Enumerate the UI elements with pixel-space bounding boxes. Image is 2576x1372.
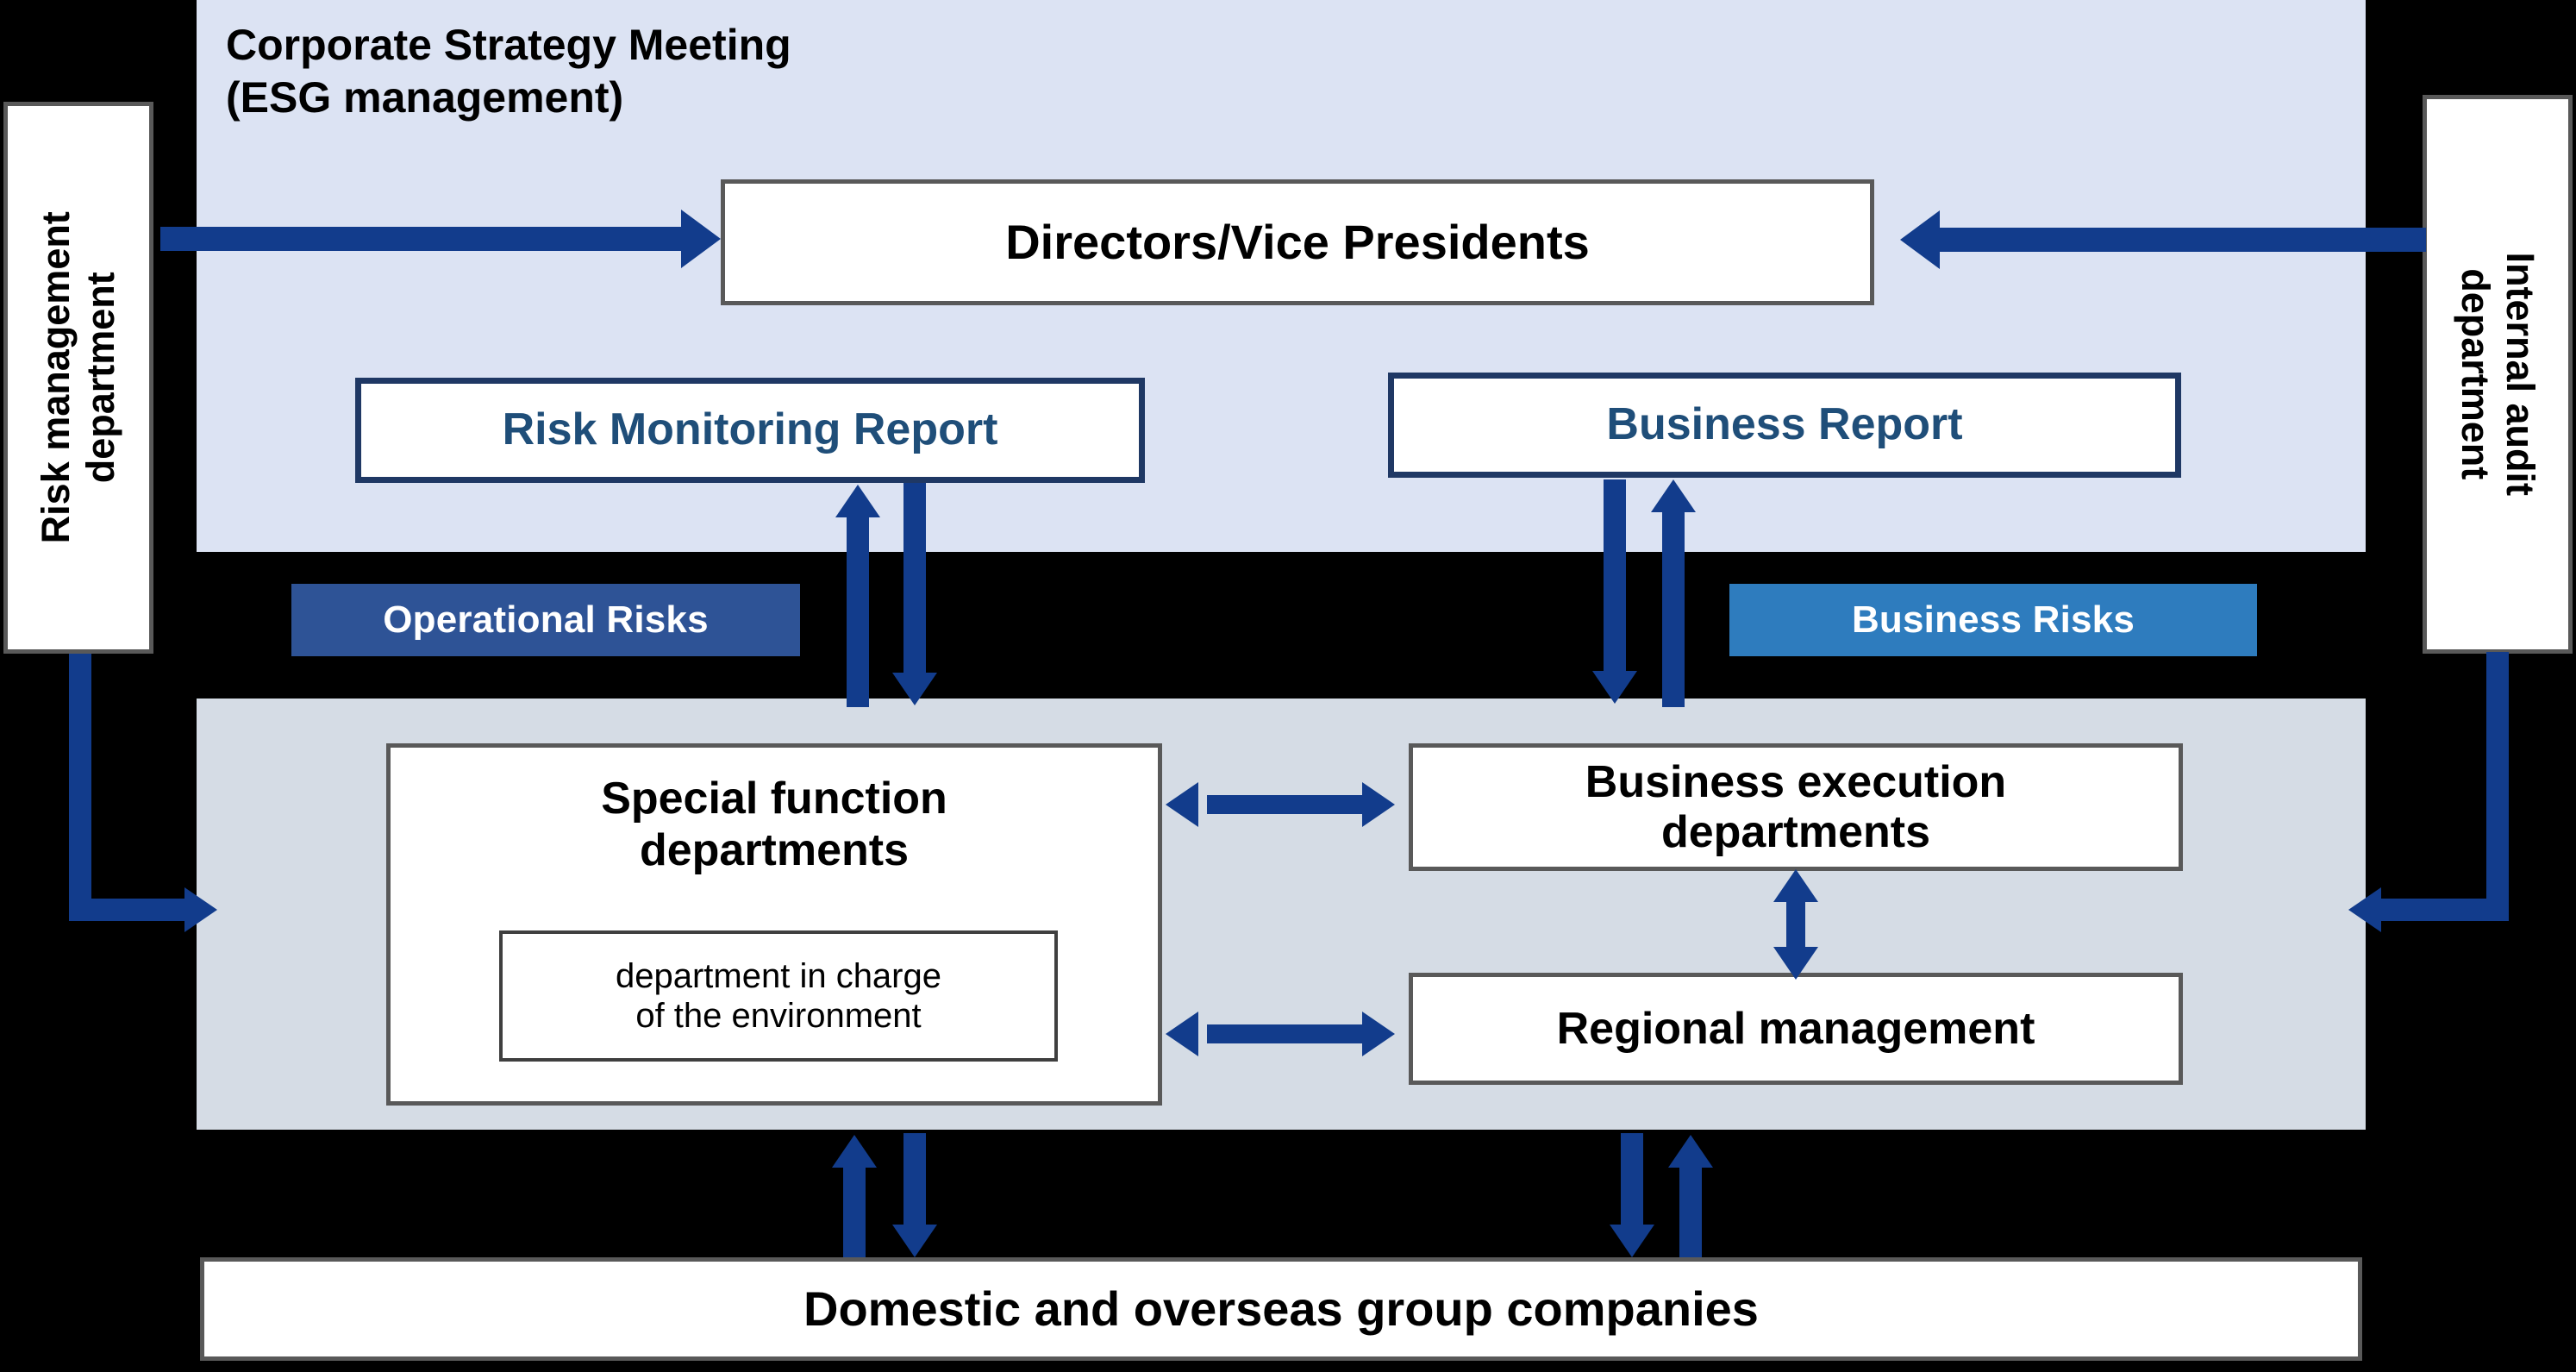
environment-department-label: department in charge of the environment bbox=[615, 957, 941, 1035]
page-title: Corporate Strategy Meeting (ESG manageme… bbox=[226, 19, 1260, 124]
business-execution-departments-label: Business execution departments bbox=[1585, 756, 2007, 857]
operational-risks-badge: Operational Risks bbox=[291, 584, 800, 656]
risk-monitoring-report-box[interactable]: Risk Monitoring Report bbox=[355, 378, 1145, 483]
title-line-1: Corporate Strategy Meeting bbox=[226, 21, 791, 69]
directors-vice-presidents-label: Directors/Vice Presidents bbox=[1005, 214, 1590, 269]
special-function-departments-box[interactable]: Special function departments department … bbox=[386, 743, 1162, 1106]
risk-monitoring-report-label: Risk Monitoring Report bbox=[502, 404, 998, 455]
title-line-2: (ESG management) bbox=[226, 73, 624, 122]
operational-risks-label: Operational Risks bbox=[383, 598, 709, 641]
regional-management-label: Regional management bbox=[1556, 1003, 2035, 1054]
group-companies-label: Domestic and overseas group companies bbox=[803, 1281, 1759, 1336]
group-companies-box[interactable]: Domestic and overseas group companies bbox=[200, 1257, 2362, 1361]
business-execution-departments-box[interactable]: Business execution departments bbox=[1409, 743, 2183, 871]
business-report-box[interactable]: Business Report bbox=[1388, 373, 2181, 478]
directors-vice-presidents-box[interactable]: Directors/Vice Presidents bbox=[721, 179, 1874, 305]
regional-management-box[interactable]: Regional management bbox=[1409, 973, 2183, 1085]
business-risks-badge: Business Risks bbox=[1729, 584, 2257, 656]
business-report-label: Business Report bbox=[1606, 399, 1963, 450]
environment-department-box[interactable]: department in charge of the environment bbox=[499, 930, 1058, 1062]
business-risks-label: Business Risks bbox=[1851, 598, 2135, 641]
special-function-departments-label: Special function departments bbox=[601, 774, 947, 875]
